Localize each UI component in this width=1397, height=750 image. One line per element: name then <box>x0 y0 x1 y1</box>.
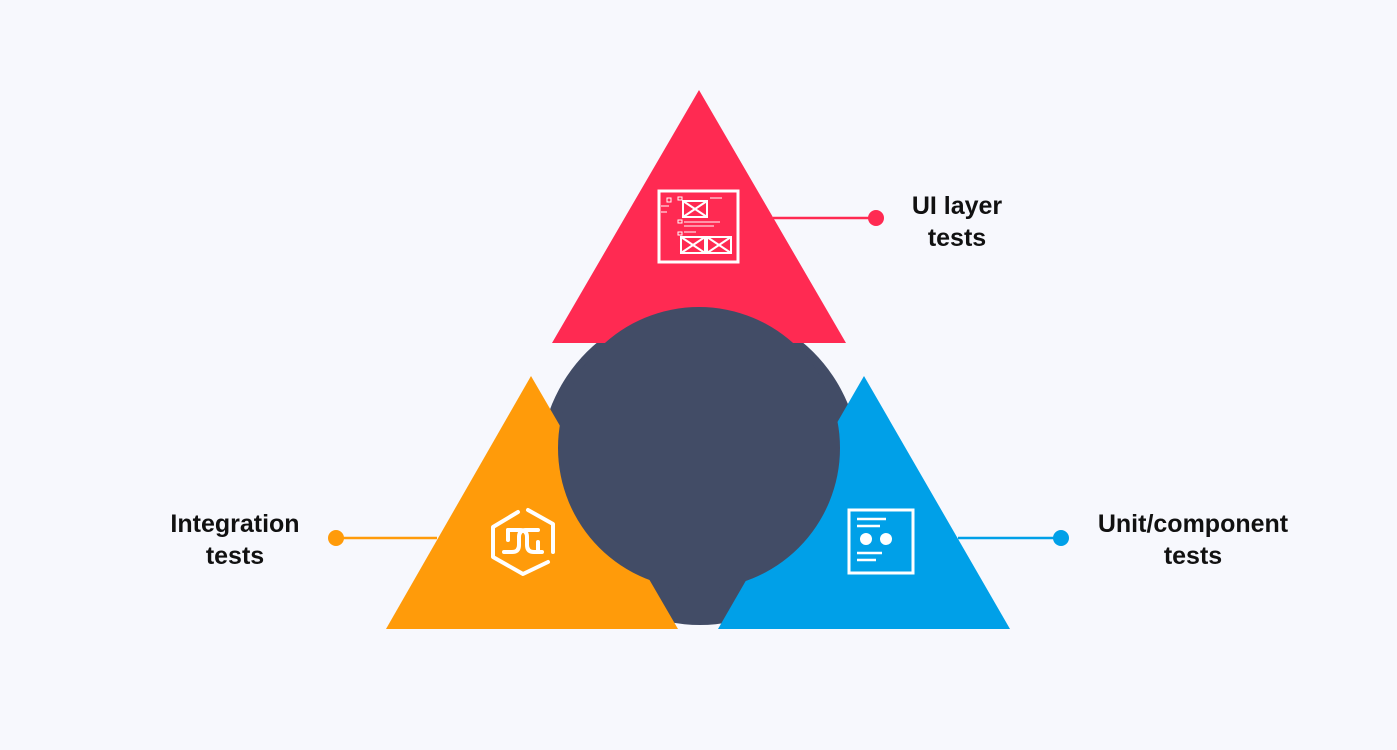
unit-component-label-line1: Unit/component <box>1097 510 1289 538</box>
component-card-icon <box>847 508 915 575</box>
integration-triangle <box>386 376 678 629</box>
unit-component-triangle <box>718 376 1010 629</box>
integration-link-icon <box>491 508 555 576</box>
inner-circle <box>558 307 840 589</box>
ui-layer-label: UI layer tests <box>897 190 1017 254</box>
integration-label-line1: Integration <box>170 510 300 538</box>
integration-label: Integration tests <box>150 508 320 572</box>
integration-connector-dot <box>328 530 344 546</box>
unit-connector-dot <box>1053 530 1069 546</box>
integration-connector <box>328 530 437 546</box>
ui-connector <box>773 210 884 226</box>
ui-wireframe-icon <box>657 189 740 264</box>
integration-label-line2: tests <box>205 542 265 570</box>
unit-connector <box>958 530 1069 546</box>
unit-component-label-line2: tests <box>1163 542 1223 570</box>
ui-connector-dot <box>868 210 884 226</box>
unit-component-label: Unit/component tests <box>1080 508 1306 572</box>
ui-layer-label-line2: tests <box>927 224 987 252</box>
ui-layer-label-line1: UI layer <box>911 192 1003 220</box>
